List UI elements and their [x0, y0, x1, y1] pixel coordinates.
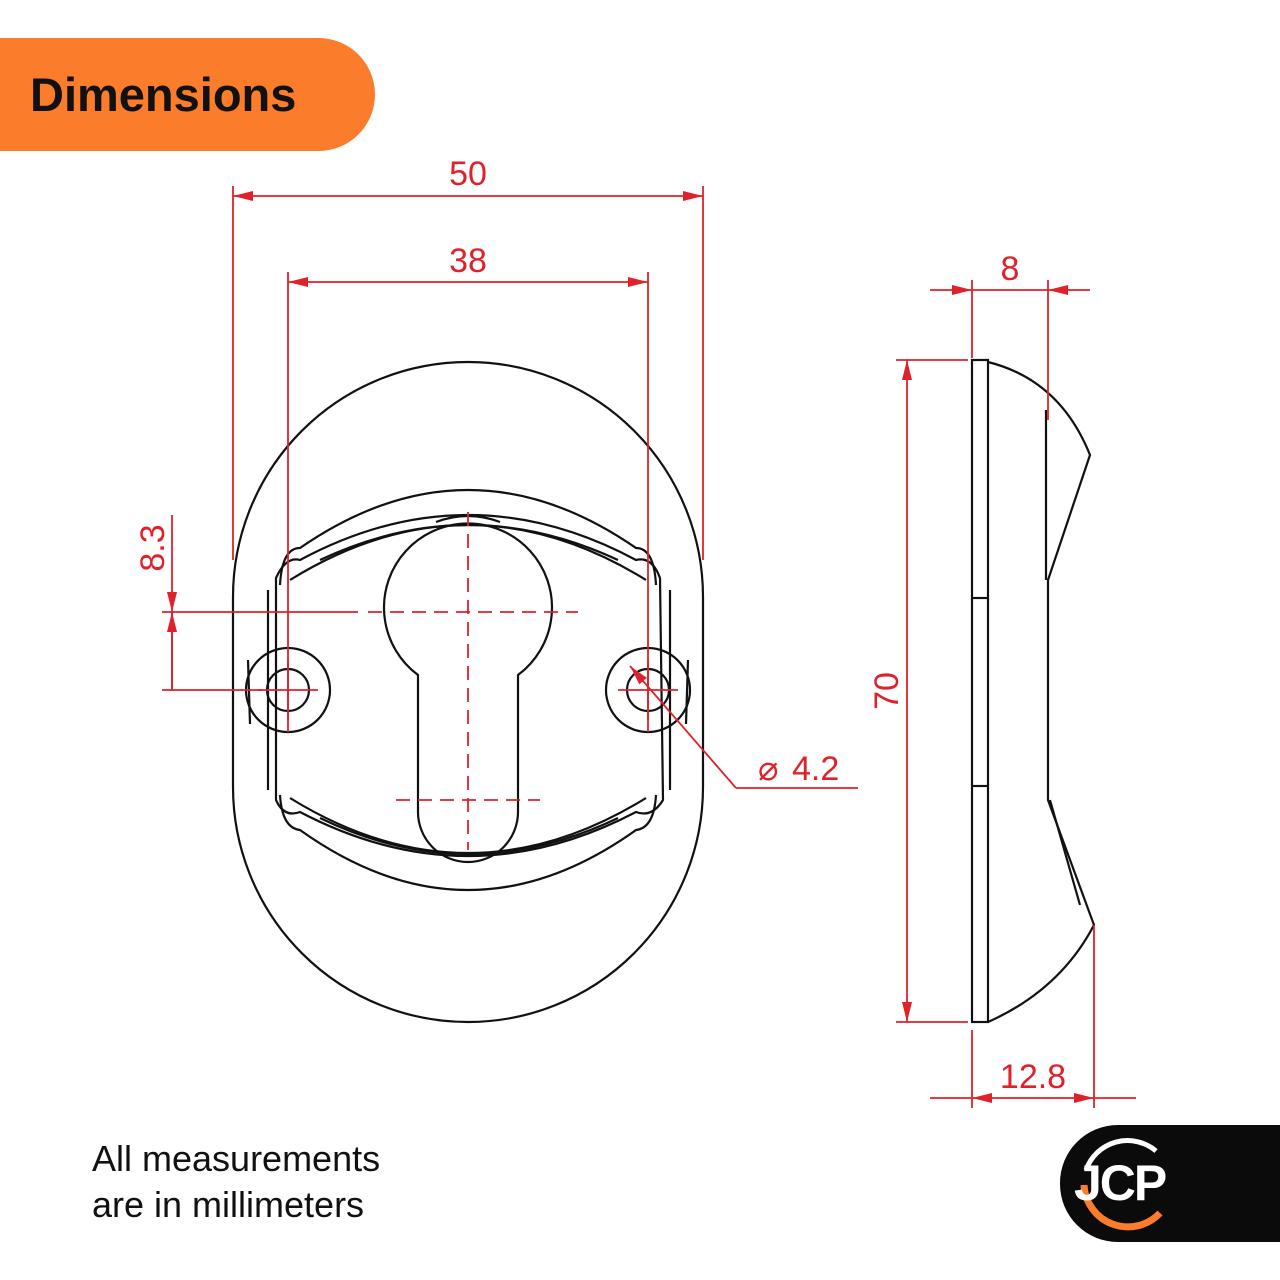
side-profile	[987, 360, 1096, 1024]
units-note-line-1: All measurements	[92, 1138, 381, 1179]
page-title: Dimensions	[30, 68, 297, 121]
dim-label-4-2: 4.2	[792, 750, 839, 788]
keyhole	[382, 522, 554, 864]
jcp-logo-badge: JCP	[1060, 1125, 1280, 1242]
side-plate	[970, 358, 990, 1024]
upper-crescent	[278, 488, 658, 586]
side-view	[970, 358, 1096, 1024]
logo-text: JCP	[1074, 1155, 1167, 1211]
dim-label-50: 50	[449, 155, 487, 193]
dim-label-8: 8	[1001, 250, 1020, 288]
header-tab: Dimensions	[0, 38, 375, 151]
logo-ring-icon	[1080, 1138, 1163, 1231]
dim-label-12-8: 12.8	[1000, 1058, 1066, 1096]
diameter-symbol: ⌀	[758, 750, 778, 788]
dim-label-38: 38	[449, 242, 487, 280]
units-note-line-2: are in millimeters	[92, 1184, 365, 1225]
dimension-lines	[162, 186, 1136, 1108]
escutcheon-outline	[231, 360, 705, 1024]
inner-frame	[274, 513, 665, 858]
dim-label-8-3: 8.3	[134, 524, 172, 571]
units-note: All measurements are in millimeters	[92, 1136, 380, 1228]
lower-crescent	[278, 794, 658, 892]
dim-label-70: 70	[868, 672, 906, 710]
